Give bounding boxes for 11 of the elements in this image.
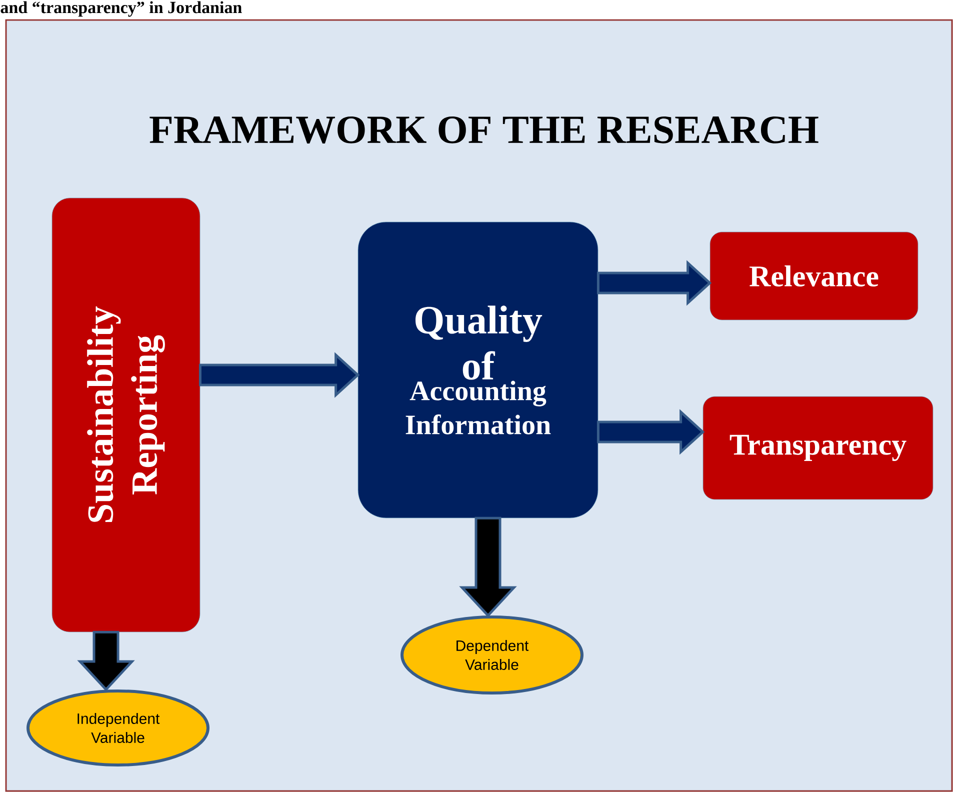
rounded-box: Transparency bbox=[702, 396, 934, 500]
rounded-box: Quality of Accounting Information bbox=[358, 222, 598, 518]
block-arrow bbox=[198, 352, 360, 398]
rounded-box: Relevance bbox=[710, 232, 918, 320]
block-arrow bbox=[596, 409, 705, 455]
block-arrow bbox=[596, 260, 712, 306]
rotated-text-box: Sustainability Reporting bbox=[52, 198, 200, 632]
block-arrow bbox=[77, 630, 135, 692]
block-arrow bbox=[459, 516, 517, 618]
title: FRAMEWORK OF THE RESEARCH bbox=[150, 116, 818, 144]
cut-off-heading: and “transparency” in Jordanian bbox=[0, 1, 242, 17]
